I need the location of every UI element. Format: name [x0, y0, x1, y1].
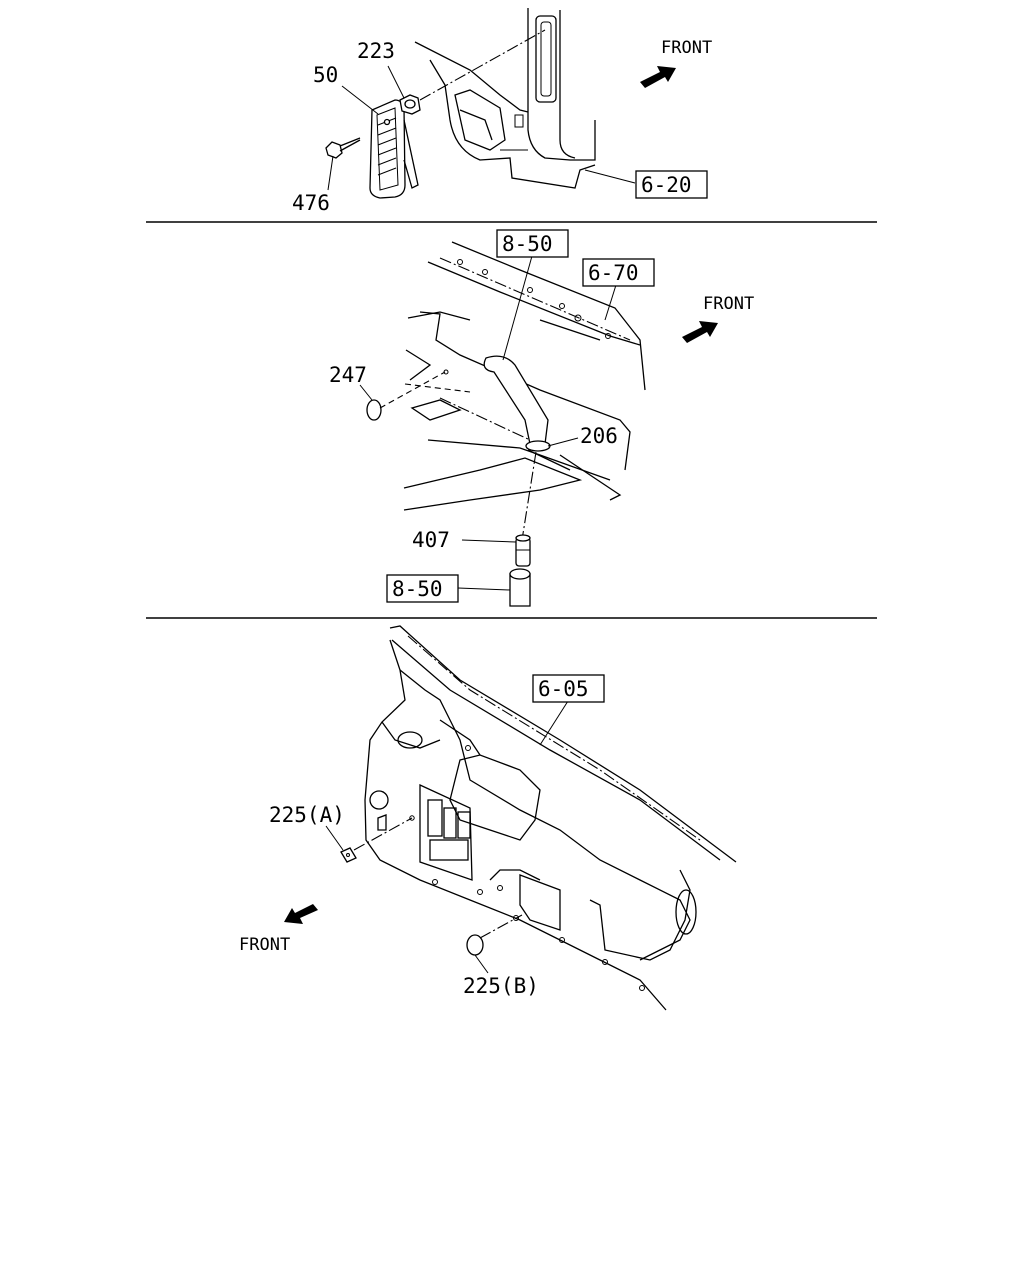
ref-box-6-70-frame — [582, 258, 655, 287]
callout-223: 223 — [357, 39, 395, 63]
leader-206 — [547, 437, 579, 447]
clip-part-225A — [340, 847, 357, 863]
roof-rail-structure — [403, 241, 646, 511]
ref-box-6-20: 6-20 — [641, 173, 692, 197]
leader-8-50-bottom — [457, 587, 511, 591]
callout-476: 476 — [292, 191, 330, 215]
front-label-middle: FRONT — [703, 294, 754, 314]
leader-225A — [325, 825, 344, 851]
leader-dashed-225A — [353, 817, 413, 851]
lower-hose — [509, 568, 531, 607]
front-label-bottom: FRONT — [239, 935, 290, 955]
ref-box-8-50-top: 8-50 — [502, 232, 553, 256]
panel-middle: 8-50 6-70 247 206 407 8-50 FRONT — [329, 229, 754, 607]
arrow-icon — [640, 66, 676, 88]
front-arrow-top: FRONT — [640, 38, 712, 88]
panel-top: 223 50 476 6-20 FRONT — [292, 8, 712, 215]
leader-8-50-top — [502, 255, 533, 361]
ref-box-8-50-bottom-frame — [386, 574, 459, 603]
callout-206: 206 — [580, 424, 618, 448]
leader-407 — [461, 539, 517, 543]
front-arrow-bottom: FRONT — [239, 904, 318, 955]
leader-dashed-225B — [479, 914, 523, 939]
callout-50: 50 — [313, 63, 338, 87]
grille-part-50 — [369, 99, 419, 199]
callout-247: 247 — [329, 363, 367, 387]
pillar-structure — [414, 8, 596, 189]
ref-box-6-20-frame — [635, 170, 708, 199]
grommet-206 — [525, 440, 551, 452]
leader-6-05 — [539, 700, 569, 746]
dash-panel-structure — [364, 625, 737, 1011]
leader-dashed-247 — [379, 371, 446, 409]
ref-box-8-50-bottom: 8-50 — [392, 577, 443, 601]
screw-part-476 — [325, 137, 361, 159]
leader-223 — [387, 65, 405, 99]
arrow-icon — [682, 321, 718, 343]
panel-bottom: 6-05 225(A) 225(B) FRONT — [239, 625, 737, 1011]
ref-box-8-50-top-frame — [496, 229, 569, 258]
joint-part-407 — [515, 534, 531, 567]
callout-225B: 225(B) — [463, 974, 539, 998]
callout-407: 407 — [412, 528, 450, 552]
leader-6-70 — [604, 284, 617, 321]
leader-476 — [327, 155, 334, 191]
front-label-top: FRONT — [661, 38, 712, 58]
leader-225B — [474, 954, 489, 974]
ref-box-6-05-frame — [532, 674, 605, 703]
leader-50 — [341, 85, 379, 115]
clip-part-223 — [399, 94, 421, 115]
arrow-icon — [284, 904, 318, 924]
plug-part-247 — [366, 399, 382, 421]
ref-box-6-05: 6-05 — [538, 677, 589, 701]
leader-247 — [359, 384, 373, 401]
front-arrow-middle: FRONT — [682, 294, 754, 343]
ref-box-6-70: 6-70 — [588, 261, 639, 285]
leader-dashed-joint — [521, 451, 537, 541]
leader-6-20 — [584, 169, 636, 184]
callout-225A: 225(A) — [269, 803, 345, 827]
leader-dashed — [419, 29, 546, 101]
drain-hose — [483, 355, 551, 452]
